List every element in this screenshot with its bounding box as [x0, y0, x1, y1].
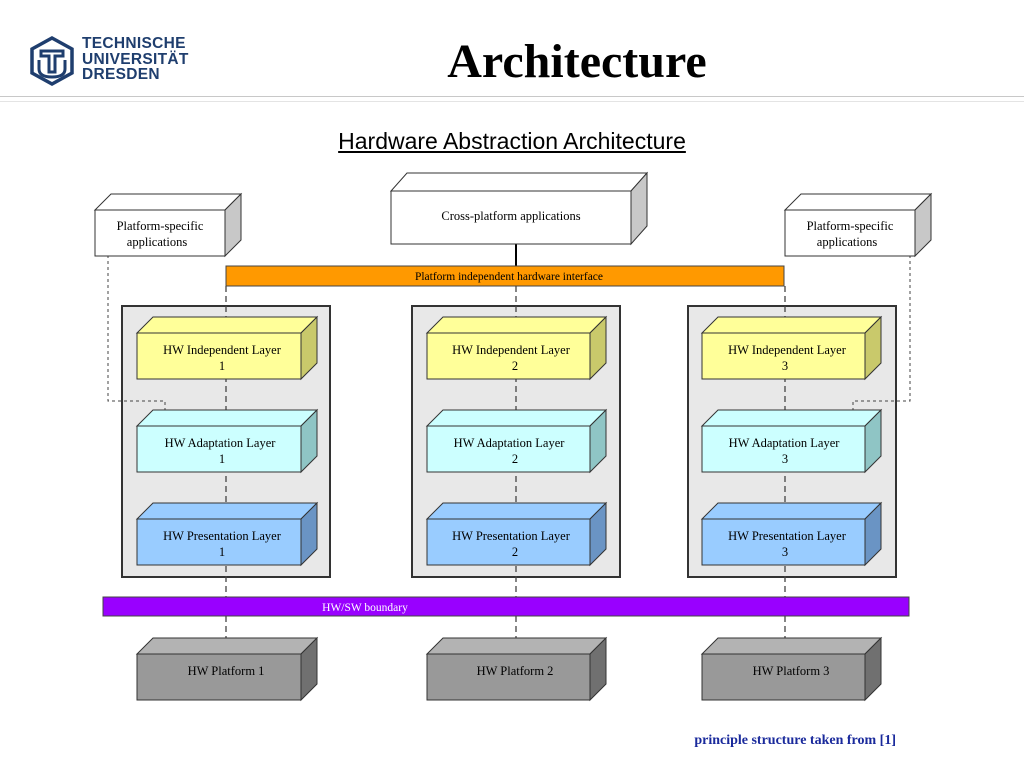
hw-adaptation-layer-3: HW Adaptation Layer 3 [700, 408, 883, 474]
platform-specific-left-line2: applications [127, 235, 188, 249]
logo-wordmark: TECHNISCHE UNIVERSITÄT DRESDEN [82, 36, 189, 83]
hw-presentation-layer-2: HW Presentation Layer 2 [425, 501, 608, 567]
tud-emblem-icon [30, 36, 74, 86]
column-connectors [225, 286, 786, 641]
slide-title: Architecture [447, 35, 707, 88]
title-divider [0, 96, 1024, 102]
platform-specific-apps-right: Platform-specific applications [783, 192, 933, 258]
logo-line-2: UNIVERSITÄT [82, 50, 189, 68]
hw-presentation-layer-3-label: HW Presentation Layer [728, 529, 847, 543]
hw-independent-layer-1-number: 1 [219, 359, 225, 373]
hw-independent-layer-2-label: HW Independent Layer [452, 343, 571, 357]
hw-independent-layer-3: HW Independent Layer 3 [700, 315, 883, 381]
cross-platform-apps-label: Cross-platform applications [441, 209, 580, 223]
hw-independent-layer-2: HW Independent Layer 2 [425, 315, 608, 381]
platform-specific-left-line1: Platform-specific [117, 219, 204, 233]
hw-platform-1-label: HW Platform 1 [188, 664, 265, 678]
hw-independent-layer-3-label: HW Independent Layer [728, 343, 847, 357]
hw-adaptation-layer-1: HW Adaptation Layer 1 [135, 408, 319, 474]
hw-adaptation-layer-3-label: HW Adaptation Layer [729, 436, 841, 450]
hw-independent-layer-2-number: 2 [512, 359, 518, 373]
hw-adaptation-layer-2-number: 2 [512, 452, 518, 466]
hw-platform-2: HW Platform 2 [425, 636, 608, 702]
platform-specific-right-line1: Platform-specific [807, 219, 894, 233]
hw-presentation-layer-3-number: 3 [782, 545, 788, 559]
platform-specific-right-line2: applications [817, 235, 878, 249]
hw-presentation-layer-2-number: 2 [512, 545, 518, 559]
hw-independent-layer-3-number: 3 [782, 359, 788, 373]
hw-independent-layer-1-label: HW Independent Layer [163, 343, 282, 357]
hw-presentation-layer-1-number: 1 [219, 545, 225, 559]
hw-presentation-layer-1: HW Presentation Layer 1 [135, 501, 319, 567]
interface-bar-label: Platform independent hardware interface [415, 271, 603, 283]
cross-platform-apps-box: Cross-platform applications [389, 171, 649, 246]
hw-platform-1: HW Platform 1 [135, 636, 319, 702]
hw-adaptation-layer-1-label: HW Adaptation Layer [165, 436, 277, 450]
hw-presentation-layer-1-label: HW Presentation Layer [163, 529, 282, 543]
hw-adaptation-layer-1-number: 1 [219, 452, 225, 466]
hw-sw-boundary-bar [102, 596, 910, 617]
slide-subtitle: Hardware Abstraction Architecture [338, 128, 686, 154]
hw-presentation-layer-3: HW Presentation Layer 3 [700, 501, 883, 567]
source-footnote: principle structure taken from [1] [694, 733, 896, 748]
platform-specific-apps-left: Platform-specific applications [93, 192, 243, 258]
tu-dresden-logo: TECHNISCHE UNIVERSITÄT DRESDEN [28, 36, 198, 88]
hw-platform-3-label: HW Platform 3 [753, 664, 830, 678]
hw-adaptation-layer-3-number: 3 [782, 452, 788, 466]
hw-sw-boundary-label: HW/SW boundary [322, 602, 408, 614]
interface-bar [225, 265, 785, 287]
hw-presentation-layer-2-label: HW Presentation Layer [452, 529, 571, 543]
hw-adaptation-layer-2: HW Adaptation Layer 2 [425, 408, 608, 474]
hw-platform-2-label: HW Platform 2 [477, 664, 554, 678]
hw-independent-layer-1: HW Independent Layer 1 [135, 315, 319, 381]
logo-line-3: DRESDEN [82, 66, 160, 83]
logo-line-1: TECHNISCHE [82, 35, 186, 52]
hw-platform-3: HW Platform 3 [700, 636, 883, 702]
hw-adaptation-layer-2-label: HW Adaptation Layer [454, 436, 566, 450]
